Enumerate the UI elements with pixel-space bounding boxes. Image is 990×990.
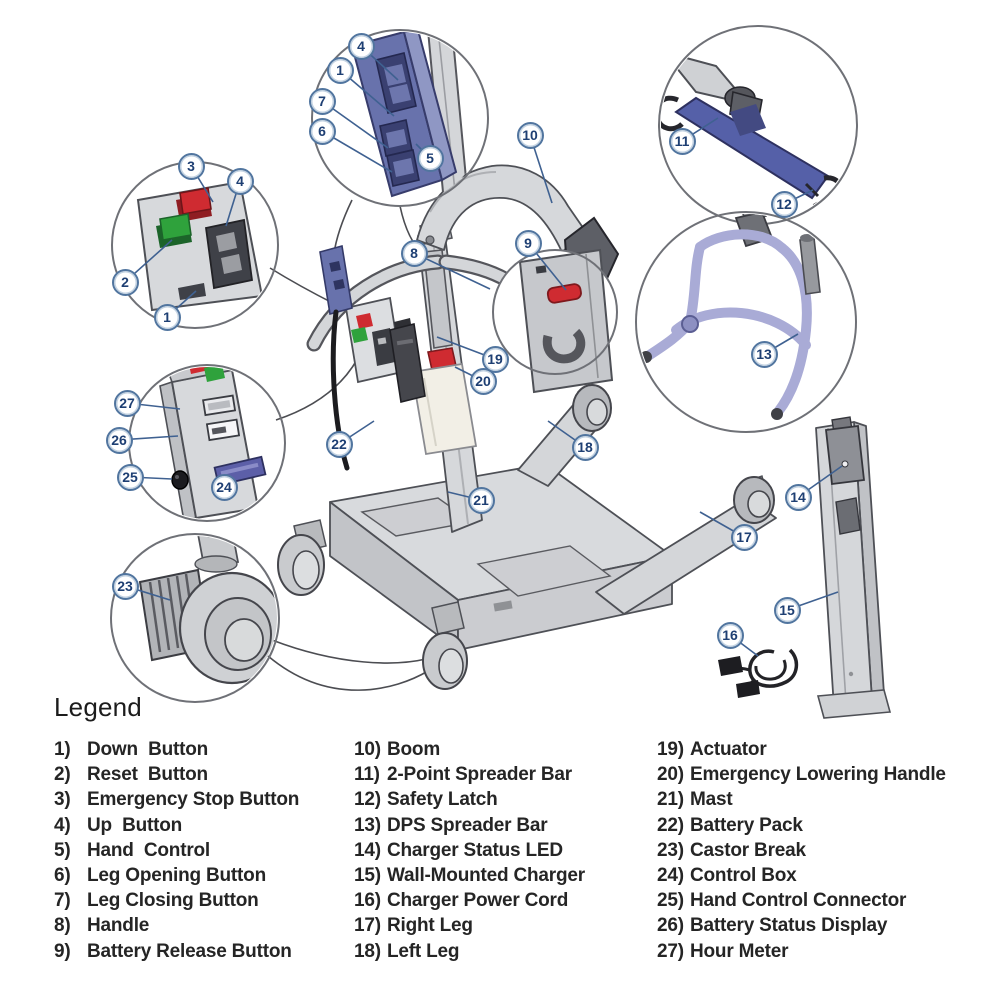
charger-power-cord bbox=[718, 648, 799, 698]
detail-dps-spreader bbox=[635, 211, 857, 433]
callout-9: 9 bbox=[514, 229, 542, 257]
detail-emergency-stop bbox=[111, 161, 279, 329]
reset-button-small bbox=[351, 327, 368, 343]
callout-11: 11 bbox=[668, 127, 696, 155]
actuator bbox=[410, 249, 478, 456]
callout-18: 18 bbox=[571, 433, 599, 461]
callout-8: 8 bbox=[400, 239, 428, 267]
callout-25: 25 bbox=[116, 463, 144, 491]
battery-pack bbox=[389, 318, 426, 403]
callout-5: 5 bbox=[416, 144, 444, 172]
callout-20: 20 bbox=[469, 367, 497, 395]
charger-bracket bbox=[835, 497, 861, 535]
detail-battery-release bbox=[492, 248, 618, 394]
callout-12: 12 bbox=[770, 190, 798, 218]
detail-spreader-2point bbox=[658, 25, 858, 225]
callout-15: 15 bbox=[773, 596, 801, 624]
callout-10: 10 bbox=[516, 121, 544, 149]
callout-17: 17 bbox=[730, 523, 758, 551]
callout-2: 2 bbox=[111, 268, 139, 296]
front-castor bbox=[422, 601, 468, 690]
actuator-body bbox=[410, 362, 478, 456]
wall-mounted-charger bbox=[815, 416, 892, 719]
main-lift-illustration bbox=[277, 164, 777, 690]
callout-7: 7 bbox=[308, 87, 336, 115]
reset-button-top bbox=[204, 367, 225, 382]
hand-control-on-mast bbox=[319, 244, 353, 316]
callout-1: 1 bbox=[326, 56, 354, 84]
callout-26: 26 bbox=[105, 426, 133, 454]
callout-21: 21 bbox=[467, 486, 495, 514]
left-leg bbox=[517, 384, 612, 487]
callout-1: 1 bbox=[153, 303, 181, 331]
hand-control-connector bbox=[171, 470, 189, 490]
callout-4: 4 bbox=[226, 167, 254, 195]
detail-castor bbox=[110, 533, 280, 703]
charger-unit bbox=[825, 416, 865, 486]
base bbox=[329, 463, 673, 651]
callout-3: 3 bbox=[177, 152, 205, 180]
right-leg bbox=[595, 475, 777, 615]
callout-13: 13 bbox=[750, 340, 778, 368]
stop-button-small bbox=[356, 313, 373, 329]
charger-status-led bbox=[841, 460, 849, 468]
callout-16: 16 bbox=[716, 621, 744, 649]
stop-button-top bbox=[188, 367, 209, 374]
rear-castor bbox=[277, 519, 327, 596]
callout-27: 27 bbox=[113, 389, 141, 417]
callout-22: 22 bbox=[325, 430, 353, 458]
callout-14: 14 bbox=[784, 483, 812, 511]
callout-24: 24 bbox=[210, 473, 238, 501]
emergency-stop-red-button bbox=[179, 187, 212, 215]
reset-green-button bbox=[159, 213, 192, 241]
control-box bbox=[344, 296, 404, 384]
sling-hook bbox=[661, 95, 684, 132]
callout-6: 6 bbox=[308, 117, 336, 145]
power-plug bbox=[718, 656, 743, 676]
connector-block bbox=[204, 218, 254, 290]
callout-23: 23 bbox=[111, 572, 139, 600]
power-plug bbox=[736, 680, 760, 698]
callout-4: 4 bbox=[347, 32, 375, 60]
